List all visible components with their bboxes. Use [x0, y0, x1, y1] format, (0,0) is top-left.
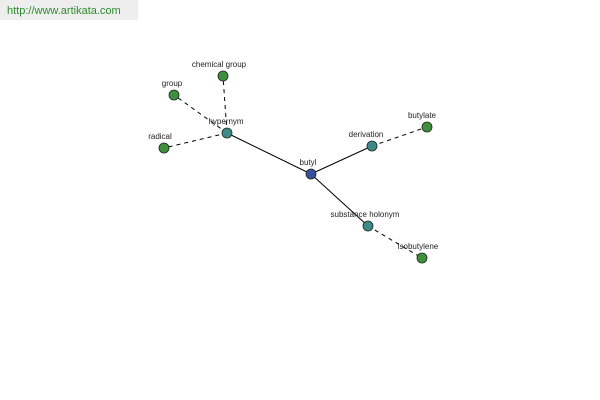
node-butyl[interactable]: [305, 168, 317, 180]
node-hypernym[interactable]: [221, 127, 233, 139]
node-chemical-group[interactable]: [217, 70, 229, 82]
edge-substance-holonym-to-isobutylene: [367, 225, 423, 259]
edge-butyl-to-substance-holonym: [310, 173, 369, 227]
edge-butyl-to-hypernym: [226, 132, 312, 175]
node-label-hypernym[interactable]: hypernym: [208, 117, 243, 126]
node-label-substance-holonym[interactable]: substance holonym: [331, 210, 400, 219]
node-isobutylene[interactable]: [416, 252, 428, 264]
edges-layer: [163, 75, 428, 259]
site-watermark: http://www.artikata.com: [0, 0, 138, 20]
edge-butyl-to-derivation: [310, 145, 373, 175]
edge-derivation-to-butylate: [371, 126, 428, 147]
node-derivation[interactable]: [366, 140, 378, 152]
node-label-butyl[interactable]: butyl: [300, 158, 317, 167]
node-butylate[interactable]: [421, 121, 433, 133]
node-label-derivation[interactable]: derivation: [349, 130, 384, 139]
node-radical[interactable]: [158, 142, 170, 154]
labels-layer: butyl hypernym derivation substance holonym…: [148, 60, 439, 251]
node-label-radical[interactable]: radical: [148, 132, 172, 141]
node-label-chemical-group[interactable]: chemical group: [192, 60, 247, 69]
node-substance-holonym[interactable]: [362, 220, 374, 232]
edge-hypernym-to-radical: [163, 132, 228, 149]
node-label-isobutylene[interactable]: isobutylene: [398, 242, 439, 251]
nodes-layer: [158, 70, 433, 264]
site-url-link[interactable]: http://www.artikata.com: [7, 5, 121, 17]
node-label-butylate[interactable]: butylate: [408, 111, 437, 120]
node-group[interactable]: [168, 89, 180, 101]
node-label-group[interactable]: group: [162, 79, 183, 88]
edge-hypernym-to-group: [173, 94, 228, 134]
edge-hypernym-to-chemical-group: [222, 75, 228, 134]
